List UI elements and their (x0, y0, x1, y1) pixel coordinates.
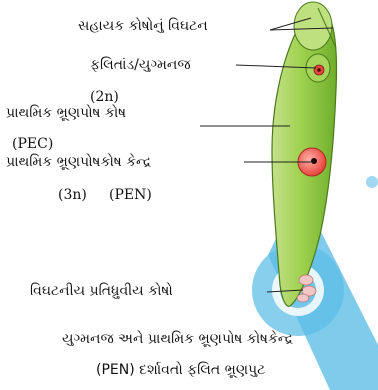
label-pen-abbr: (PEN) (109, 187, 152, 203)
label-pen-ploidy: (3n) (58, 187, 87, 203)
watermark-dot (366, 176, 378, 188)
label-pec-abbr: (PEC) (12, 136, 53, 152)
label-synergids: સહાયક કોષોનું વિઘટન (78, 18, 208, 34)
caption-line-2: (PEN) દર્શાવતો ફલિત ભ્રૂણપુટ (96, 362, 265, 378)
label-zygote-ploidy: (2n) (90, 89, 119, 105)
label-pec: પ્રાથમિક ભ્રૂણપોષ કોષ (6, 105, 126, 121)
caption-line-1: યુગ્મનજ અને પ્રાથમિક ભ્રૂણપોષ કોષકેન્દ્ર (62, 331, 293, 347)
label-pen: પ્રાથમિક ભ્રૂણપોષકોષ કેન્દ્ર (6, 154, 151, 170)
label-zygote: ફલિતાંડ/યુગ્મનજ (90, 57, 191, 73)
label-antipodals: વિઘટનીય પ્રતિધ્રુવીય કોષો (30, 283, 173, 299)
